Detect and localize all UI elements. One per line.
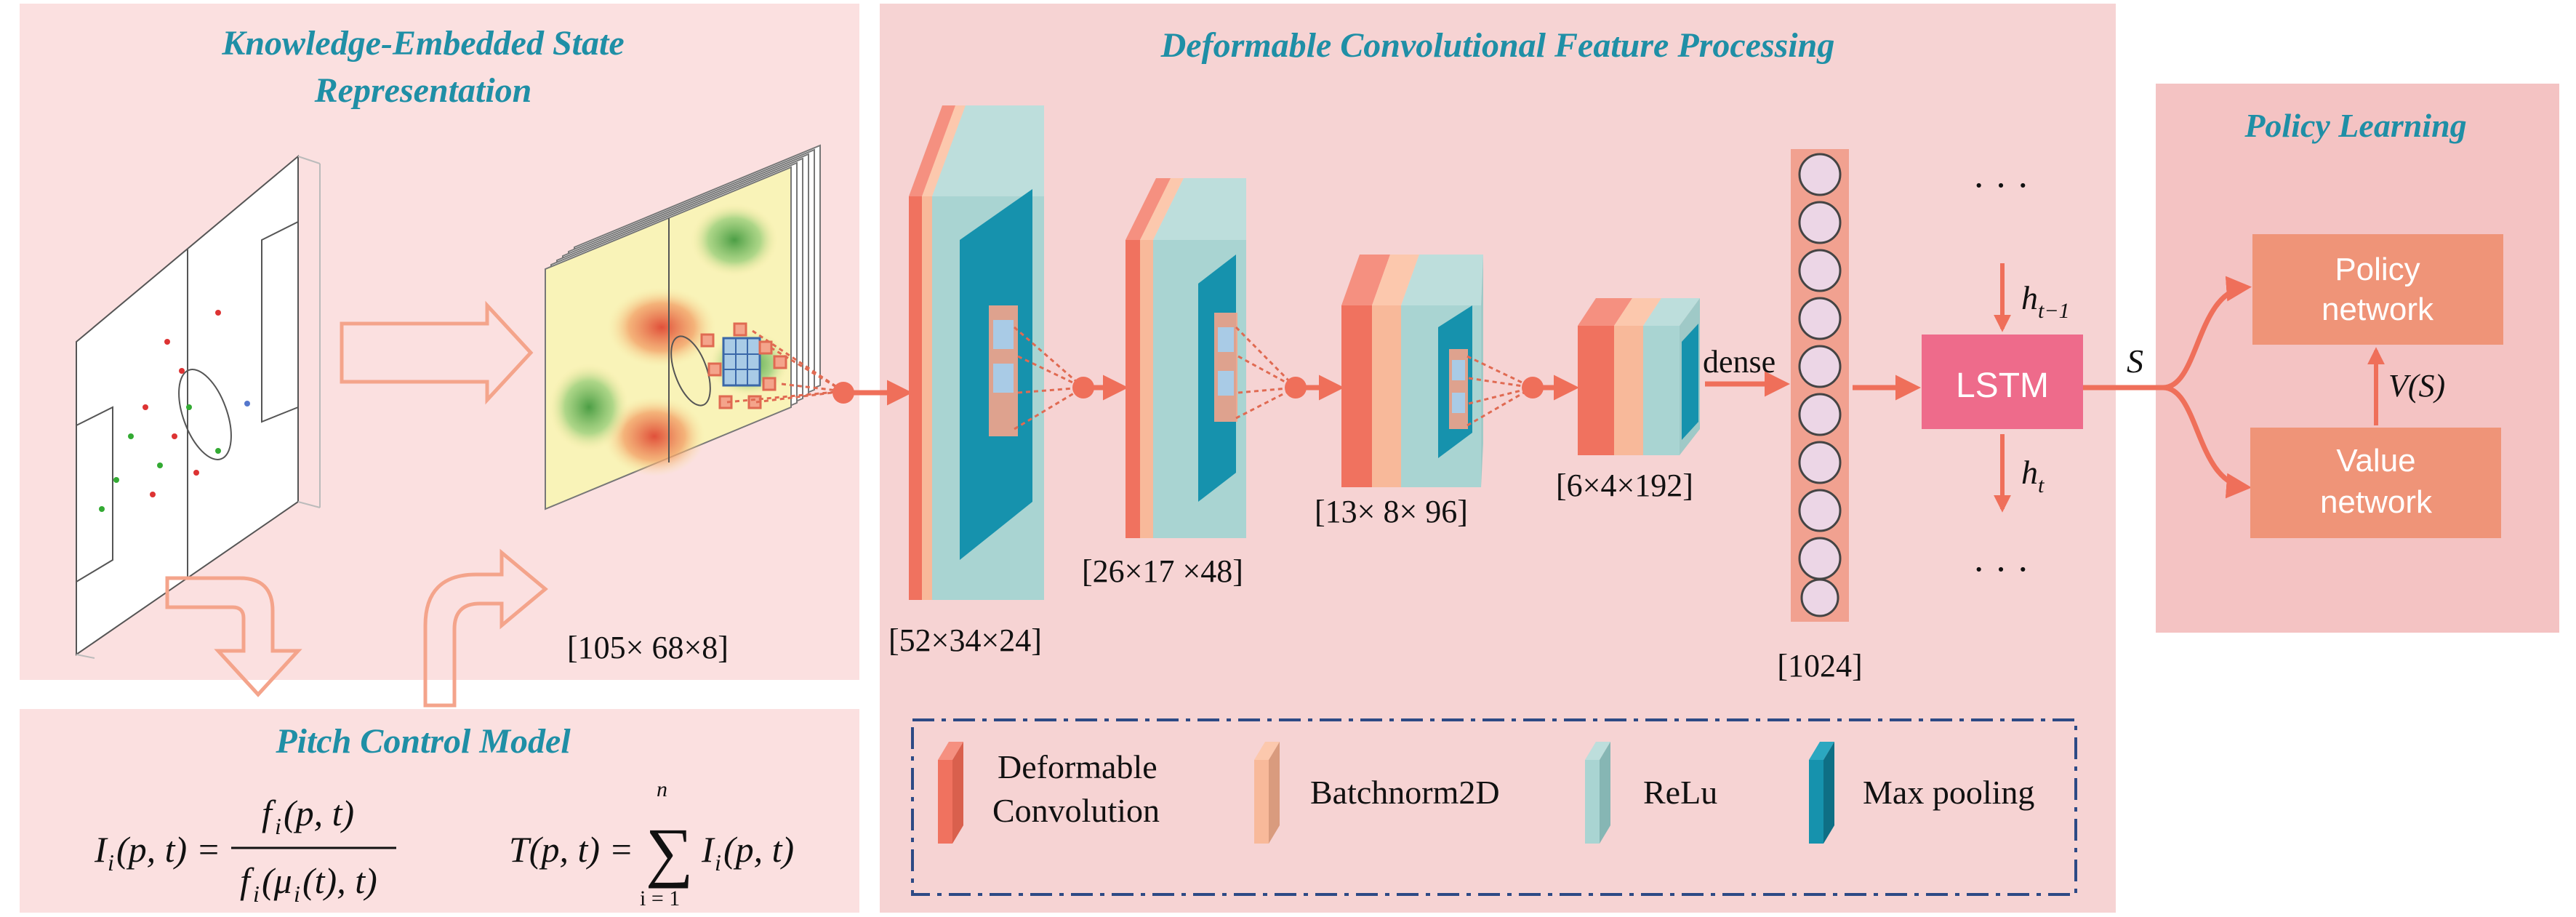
state-title-line1: Knowledge-Embedded State — [221, 24, 624, 63]
soccer-pitch — [76, 154, 321, 659]
svg-text:i: i — [715, 849, 721, 876]
svg-text:(p, t): (p, t) — [723, 829, 794, 870]
input-dim-label: [105× 68×8] — [567, 630, 729, 665]
value-fn-label: V(S) — [2388, 368, 2445, 404]
junction-dot-0 — [832, 382, 854, 404]
svg-text:I: I — [701, 829, 715, 870]
legend: Deformable Convolution Batchnorm2D ReLu … — [911, 718, 2077, 896]
svg-text:∑: ∑ — [646, 814, 694, 889]
ellipsis-bottom: · · · — [1973, 549, 2029, 590]
conv-title: Deformable Convolutional Feature Process… — [1160, 26, 1835, 65]
value-network-line2: network — [2320, 484, 2433, 520]
svg-text:i: i — [275, 813, 281, 839]
policy-network-line1: Policy — [2335, 252, 2420, 287]
policy-title: Policy Learning — [2244, 107, 2466, 144]
svg-text:(p, t) =: (p, t) = — [116, 829, 220, 870]
layer2-dim-label: [26×17 ×48] — [1082, 553, 1243, 589]
legend-label-deform-line2: Convolution — [992, 792, 1160, 829]
legend-swatch-relu — [1585, 742, 1610, 844]
formula-influence: I i (p, t) = f i (p, t) f i (μ i (t), t) — [94, 793, 396, 907]
h-prev-label: h — [2021, 279, 2038, 316]
h-prev-sub: t−1 — [2038, 299, 2070, 323]
arrow-pitch-to-model — [165, 576, 302, 697]
svg-text:I: I — [94, 829, 108, 870]
svg-text:(p, t): (p, t) — [284, 793, 354, 833]
svg-text:(μ: (μ — [262, 860, 292, 901]
legend-label-deform-line1: Deformable — [998, 748, 1157, 785]
ellipsis-top: · · · — [1973, 165, 2029, 207]
layer3-dim-label: [13× 8× 96] — [1315, 494, 1468, 529]
legend-label-relu: ReLu — [1643, 774, 1717, 811]
value-network-box — [2250, 428, 2501, 538]
conv-section-bg — [880, 4, 2116, 913]
lstm-block — [1922, 335, 2083, 429]
svg-text:(t), t): (t), t) — [302, 860, 377, 901]
conv-layer-1 — [909, 105, 1084, 600]
layer4-dim-label: [6×4×192] — [1556, 468, 1693, 503]
legend-label-batchnorm: Batchnorm2D — [1310, 774, 1500, 811]
value-network-line1: Value — [2336, 443, 2415, 478]
legend-label-maxpool: Max pooling — [1863, 774, 2034, 811]
arrow-to-value — [2162, 385, 2252, 499]
arrow-to-policy — [2162, 276, 2252, 391]
h-t-sub: t — [2038, 473, 2045, 497]
svg-text:i = 1: i = 1 — [640, 886, 680, 910]
conv-layer-2 — [1126, 178, 1297, 538]
svg-text:n: n — [657, 777, 667, 801]
arrow-model-to-heatmap — [423, 548, 548, 708]
legend-border — [911, 718, 2077, 896]
conv-layer-4 — [1578, 298, 1700, 455]
pitch-section-bg — [20, 709, 859, 913]
pitch-title: Pitch Control Model — [275, 722, 571, 761]
h-t-label: h — [2021, 454, 2038, 491]
dense-vector — [1791, 149, 1849, 622]
svg-text:i: i — [253, 881, 260, 907]
svg-text:i: i — [108, 849, 114, 876]
legend-swatch-deform-conv — [938, 742, 963, 844]
policy-section-bg — [2156, 84, 2559, 633]
heatmap-stack — [545, 144, 844, 510]
lstm-label: LSTM — [1956, 367, 2049, 405]
dense-label: dense — [1703, 344, 1775, 380]
policy-network-box — [2252, 234, 2503, 345]
legend-swatch-batchnorm — [1254, 742, 1280, 844]
svg-text:T(p, t) =: T(p, t) = — [509, 829, 633, 870]
layer1-dim-label: [52×34×24] — [888, 622, 1042, 658]
legend-swatch-maxpool — [1809, 742, 1834, 844]
conv-layer-3 — [1341, 255, 1533, 487]
policy-network-line2: network — [2322, 292, 2434, 327]
svg-text:i: i — [294, 881, 300, 907]
state-title-line2: Representation — [314, 71, 532, 110]
arrow-pitch-to-heatmap — [340, 300, 534, 405]
dense-dim-label: [1024] — [1777, 648, 1862, 684]
state-s-label: S — [2127, 343, 2143, 380]
formula-total: T(p, t) = ∑ n i = 1 I i (p, t) — [509, 777, 794, 910]
